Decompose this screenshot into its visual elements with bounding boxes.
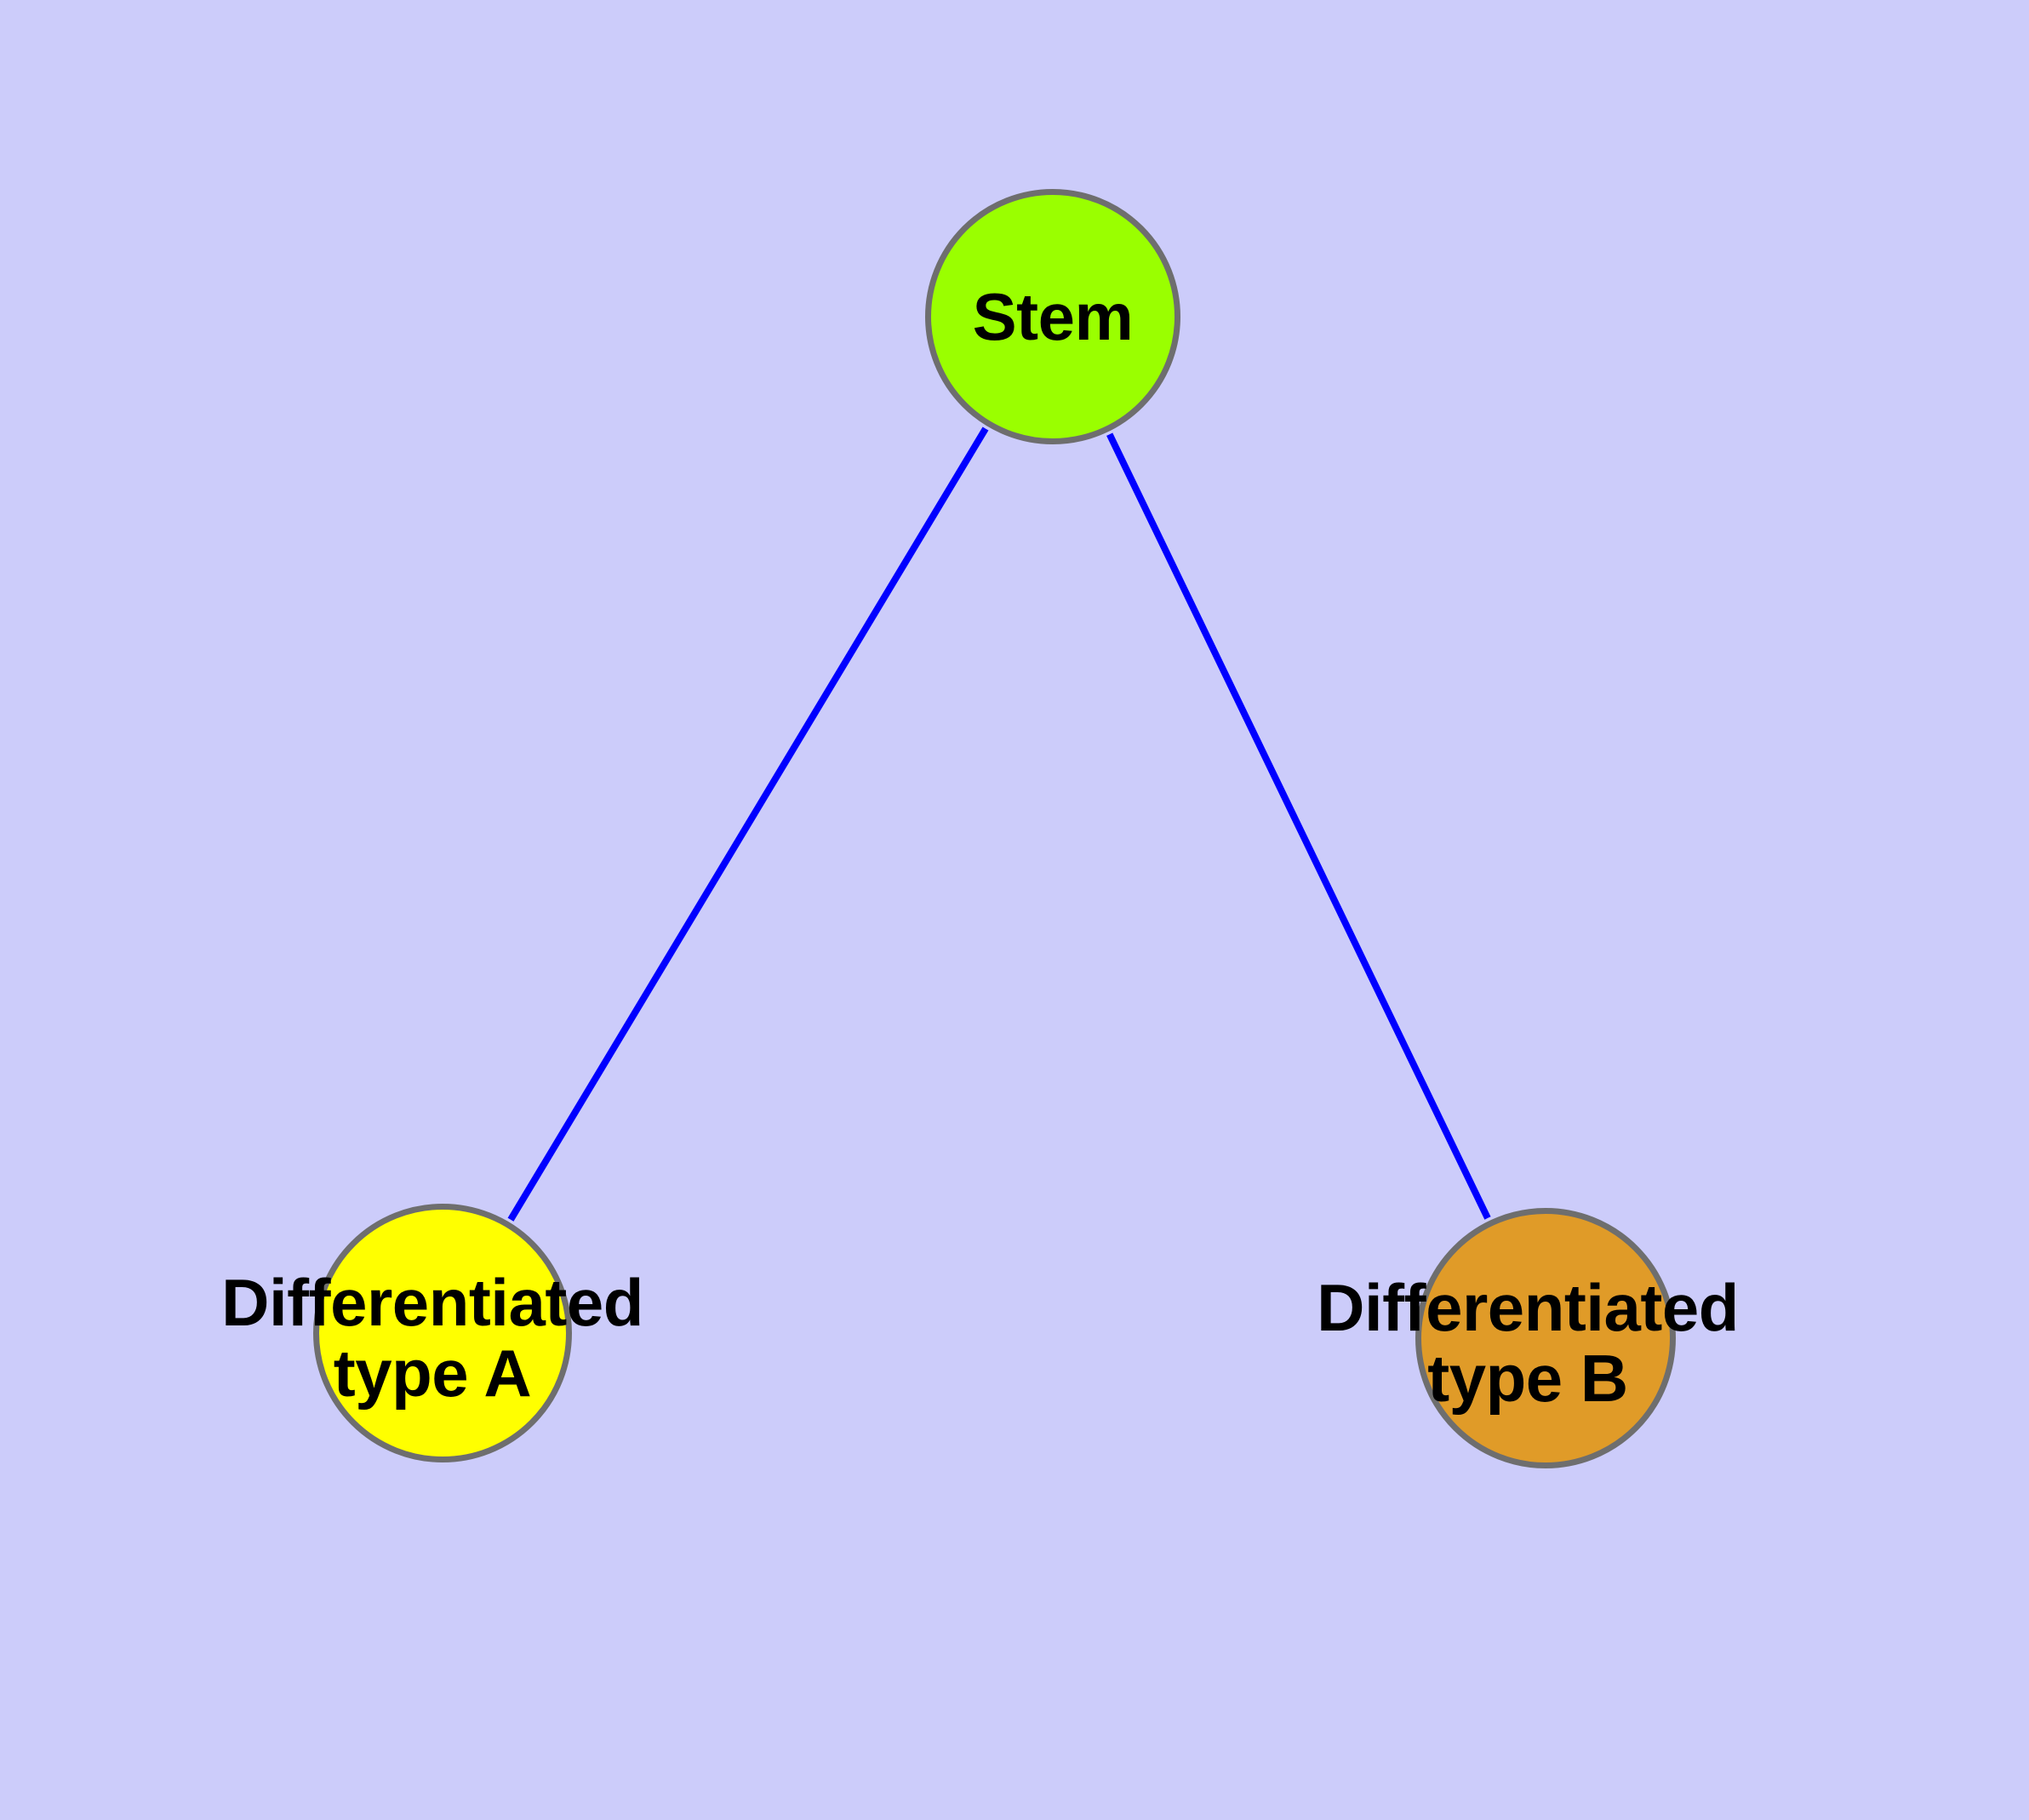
node-differentiated-type-a-label: Differentiated type A <box>221 1265 643 1411</box>
node-stem[interactable] <box>925 189 1180 444</box>
node-differentiated-type-b[interactable] <box>1415 1208 1676 1468</box>
node-differentiated-type-a[interactable] <box>313 1204 572 1462</box>
edge-stem-to-diff-a <box>439 314 1056 1336</box>
node-stem-label: Stem <box>972 278 1134 354</box>
node-differentiated-type-b-label: Differentiated type B <box>1317 1270 1739 1416</box>
edge-stem-to-diff-b <box>1049 315 1549 1340</box>
